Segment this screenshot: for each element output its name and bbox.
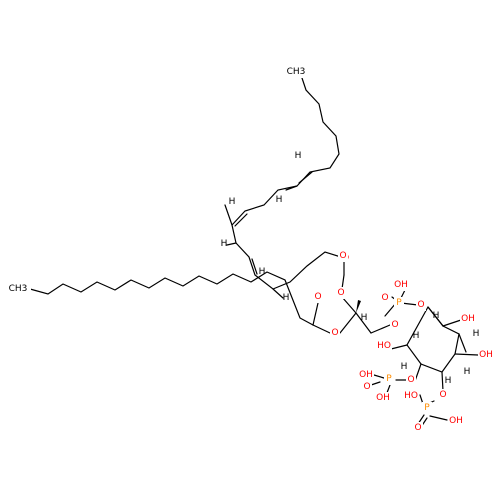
label-h-c6: H: [445, 376, 452, 386]
label-h-db3: H: [229, 197, 236, 207]
label-h-db5: H: [259, 267, 266, 277]
label-h-db1: H: [295, 151, 302, 161]
bonds-left-chain: [29, 271, 314, 326]
label-o-p2-double: O: [363, 382, 370, 392]
label-o-carbonyl1: O: [339, 251, 346, 261]
label-oh-c4: OH: [479, 350, 493, 360]
label-ch3-left: CH3: [9, 284, 28, 294]
label-ch3-top: CH3: [287, 67, 306, 77]
label-o-carbonyl2: O: [314, 292, 321, 302]
label-o-ester1: O: [337, 288, 344, 298]
label-h-c1: H: [433, 311, 440, 321]
label-oh-p2a: OH: [359, 370, 373, 380]
label-o-p1-double: O: [381, 293, 388, 303]
bonds-glycerol: [312, 255, 419, 334]
label-o-c6: O: [439, 390, 446, 400]
label-o-phos-link: O: [391, 320, 398, 330]
label-o-p3-double: O: [414, 423, 421, 433]
label-ho-p3a: HO: [404, 391, 418, 401]
label-oh-p3b: OH: [449, 416, 463, 426]
label-h-c3: H: [401, 362, 408, 372]
label-p1: P: [396, 298, 402, 308]
label-h-db6: H: [283, 293, 290, 303]
label-o-ring-link: O: [417, 300, 424, 310]
bonds-upper-chain: [224, 71, 345, 299]
label-h-c2: H: [413, 331, 420, 341]
label-p3: P: [424, 403, 430, 413]
label-h-c5: H: [473, 329, 480, 339]
glycerol-stereo-wedge: [356, 300, 361, 313]
label-h-c4: H: [464, 367, 471, 377]
label-oh-p1: OH: [394, 280, 408, 290]
label-o-ester2: O: [331, 328, 338, 338]
label-oh-p2b: OH: [376, 393, 390, 403]
atom-labels: CH3 CH3 H H H H H H O O O O H O P OH O O…: [5, 66, 494, 434]
label-o-c3: O: [407, 375, 414, 385]
label-p2: P: [386, 374, 392, 384]
label-oh-c2: HO: [377, 341, 391, 351]
label-oh-c5: OH: [461, 314, 475, 324]
label-h-glycerol: H: [361, 313, 368, 323]
label-h-db2: H: [276, 195, 283, 205]
label-h-db4: H: [221, 239, 228, 249]
